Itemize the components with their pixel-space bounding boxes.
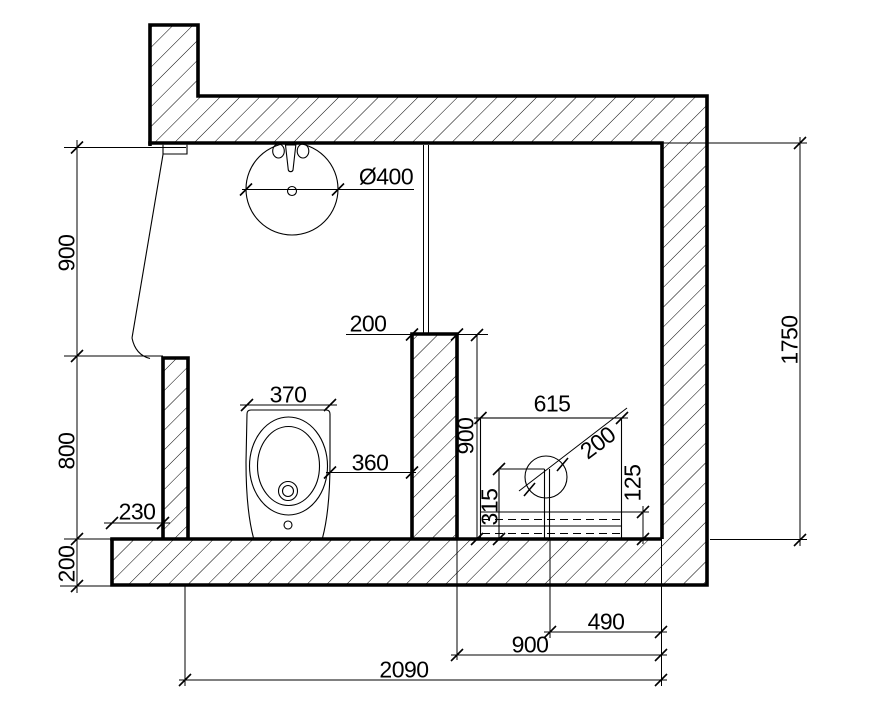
door-leaf	[131, 154, 164, 339]
left-pier-outline	[161, 356, 190, 539]
tap-handle-right	[296, 143, 310, 159]
dim-door-opening: 900	[53, 234, 80, 272]
basin-drain	[286, 185, 298, 197]
bidet-fixing-hole	[283, 520, 293, 530]
tap-handle-left	[272, 143, 285, 159]
dim-drain-inset: 315	[476, 488, 503, 526]
dim-tray-edge: 125	[619, 464, 646, 502]
partition-wall	[412, 334, 457, 539]
shower-tray	[479, 417, 649, 540]
door	[131, 144, 188, 360]
dim-threshold: 230	[118, 498, 156, 525]
dim-left-wall-length: 800	[53, 432, 80, 470]
extension-lines	[60, 142, 807, 686]
wall-hatching	[112, 25, 707, 585]
bidet-drain-inner	[281, 484, 295, 498]
dim-partition-length: 900	[452, 417, 479, 455]
dim-drain-to-wall: 490	[587, 608, 625, 635]
dim-room-depth: 1750	[776, 315, 803, 365]
dim-bottom-wall: 200	[53, 545, 80, 583]
dim-bidet-to-partition: 360	[351, 449, 389, 476]
dimension-ticks	[70, 136, 807, 687]
bidet-bowl	[256, 425, 321, 507]
dim-bidet-width: 370	[269, 381, 307, 408]
dimension-lines	[76, 137, 801, 681]
door-swing-arc	[131, 337, 151, 360]
dim-partition-thickness: 200	[349, 310, 387, 337]
left-pier-wall	[163, 358, 188, 539]
dim-sink-diameter: Ø400	[358, 163, 414, 190]
dim-shower-tray-width: 615	[533, 390, 571, 417]
shower-drain	[524, 455, 568, 499]
bidet-rim-outer	[248, 416, 329, 516]
glass-partition	[423, 145, 429, 333]
dim-room-width: 2090	[379, 656, 429, 683]
door-jamb	[162, 144, 188, 155]
dim-shower-compartment: 900	[511, 631, 549, 658]
bidet	[245, 409, 331, 539]
tap-spout	[284, 144, 297, 173]
bidet-drain-outer	[277, 480, 299, 502]
